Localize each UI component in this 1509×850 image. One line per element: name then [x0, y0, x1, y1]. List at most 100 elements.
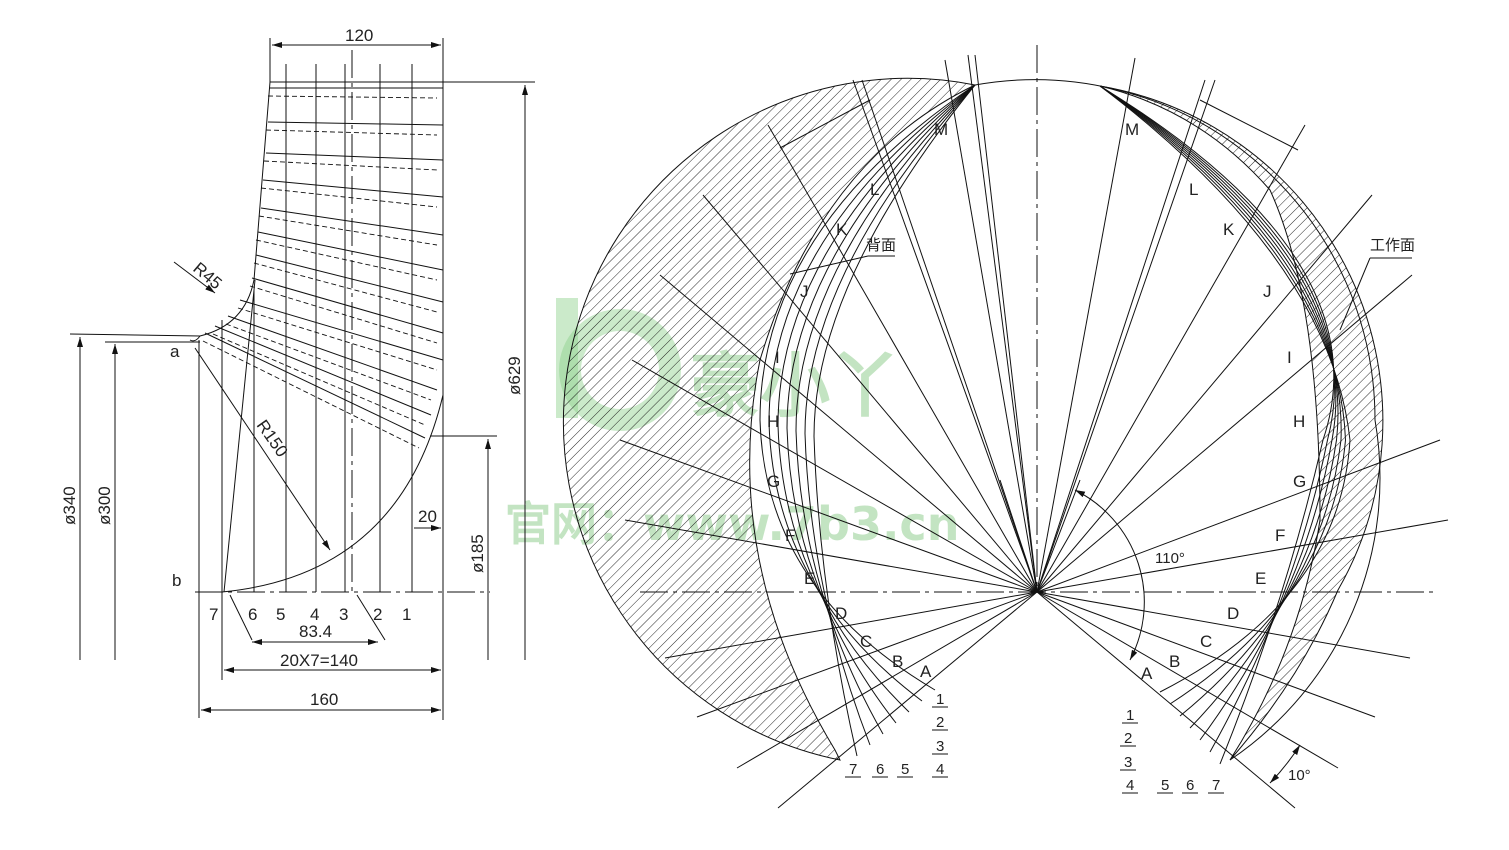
- leading-edge-line: [223, 279, 256, 593]
- section-letter-left: A: [920, 662, 932, 681]
- section-number: 2: [373, 605, 382, 624]
- blade-number-right: 5: [1161, 777, 1169, 794]
- dim-total-160: 160: [310, 690, 338, 709]
- streamline: [265, 152, 444, 161]
- blade-number-right: 4: [1126, 777, 1134, 794]
- angle-110-label: 110°: [1155, 550, 1185, 567]
- section-letter-right: K: [1223, 220, 1235, 239]
- section-letter-right: I: [1287, 348, 1292, 367]
- section-letter-right: H: [1293, 412, 1305, 431]
- radial-line: [1036, 591, 1296, 809]
- section-letter-right: L: [1189, 180, 1198, 199]
- radial-line: [944, 59, 1038, 593]
- streamline: [204, 332, 426, 439]
- section-letter-left: D: [835, 604, 847, 623]
- section-letter-left: L: [870, 180, 879, 199]
- working-face-label: 工作面: [1370, 237, 1415, 254]
- blade-number-left: 7: [849, 761, 857, 778]
- section-number: 4: [310, 605, 319, 624]
- streamline-dashed: [202, 340, 420, 449]
- blade-section-curve: [1099, 85, 1339, 729]
- radial-line: [1036, 124, 1306, 593]
- blade-section-curve: [1099, 85, 1347, 705]
- blade-number-left: 2: [936, 714, 944, 731]
- section-letter-left: K: [836, 220, 848, 239]
- shroud-arc-r150: [221, 394, 444, 593]
- section-letter-left: G: [767, 472, 780, 491]
- blade-section-curve: [1099, 85, 1337, 741]
- blade-section-curve: [786, 84, 976, 724]
- blade-number-left: 4: [936, 761, 944, 778]
- blade-number-right: 7: [1212, 777, 1220, 794]
- blade-section-curve: [1099, 85, 1342, 717]
- radial-line: [967, 54, 1038, 593]
- streamline-dashed: [212, 333, 426, 426]
- streamline-dashed: [260, 187, 438, 208]
- section-letter-right: F: [1275, 526, 1285, 545]
- angle-10-label: 10°: [1288, 767, 1311, 784]
- dim-outer-diameter: ø629: [505, 356, 524, 395]
- radial-line: [1036, 479, 1081, 593]
- blade-section-curve: [813, 84, 976, 757]
- section-letter-right: C: [1200, 632, 1212, 651]
- dim-offset-20: 20: [418, 507, 437, 526]
- section-letter-left: M: [934, 120, 948, 139]
- radial-line: [999, 479, 1038, 593]
- radial-line: [1036, 519, 1449, 593]
- dim-diameter-340: ø340: [60, 486, 79, 525]
- blade-number-left: 3: [936, 738, 944, 755]
- point-a: a: [170, 342, 180, 361]
- blade-section-curve: [795, 84, 976, 735]
- radial-line: [1036, 79, 1216, 593]
- radial-line: [1036, 79, 1206, 593]
- streamline-dashed: [255, 239, 438, 281]
- angle-10-arc: [1269, 744, 1301, 784]
- angle-110-arc: [1074, 489, 1145, 661]
- dim-span-83-4: 83.4: [299, 622, 332, 641]
- streamline-dashed: [258, 215, 438, 246]
- section-letter-left: F: [785, 526, 795, 545]
- streamline: [227, 315, 438, 391]
- radial-line: [974, 54, 1038, 593]
- streamline-dashed: [263, 160, 438, 171]
- dim-top-width: 120: [345, 26, 373, 45]
- blade-section-curve: [777, 84, 976, 713]
- dim-diameter-300: ø300: [95, 486, 114, 525]
- section-number: 7: [209, 605, 218, 624]
- point-b: b: [172, 571, 181, 590]
- section-letter-left: I: [775, 348, 780, 367]
- streamline: [260, 207, 444, 236]
- blade-number-left: 6: [876, 761, 884, 778]
- back-face-hatched-band: [562, 77, 977, 761]
- section-number: 1: [402, 605, 411, 624]
- blade-number-right: 1: [1126, 707, 1134, 724]
- section-letter-right: D: [1227, 604, 1239, 623]
- radial-line: [777, 591, 1038, 809]
- dim-radius-45: R45: [189, 259, 225, 294]
- dim-span-140: 20X7=140: [280, 651, 358, 670]
- streamline-dashed: [267, 95, 438, 99]
- profile-view: 120 ø629 ø340 ø300 ø185 R45 R150 20 83.4…: [60, 26, 535, 720]
- dim-diameter-185: ø185: [468, 534, 487, 573]
- section-letter-left: J: [800, 282, 809, 301]
- streamline: [214, 325, 432, 416]
- blade-section-curve: [1099, 85, 1335, 753]
- streamline: [262, 179, 444, 198]
- streamline: [251, 277, 444, 334]
- section-letter-left: B: [892, 652, 903, 671]
- section-letter-left: C: [860, 632, 872, 651]
- blade-number-left: 5: [901, 761, 909, 778]
- blade-number-right: 2: [1124, 730, 1132, 747]
- section-letter-right: E: [1255, 569, 1266, 588]
- blade-number-right: 3: [1124, 754, 1132, 771]
- blade-section-curve: [768, 84, 976, 702]
- blade-section-curve: [1099, 85, 1335, 765]
- section-number: 3: [339, 605, 348, 624]
- streamline: [255, 254, 444, 303]
- plan-view: 背面 工作面 110° 10° MLKJIHGFEDCBAMLKJIHGFEDC…: [562, 45, 1449, 809]
- streamline: [257, 231, 444, 271]
- streamline: [267, 121, 444, 126]
- streamline-dashed: [225, 323, 432, 401]
- streamline-dashed: [249, 285, 438, 344]
